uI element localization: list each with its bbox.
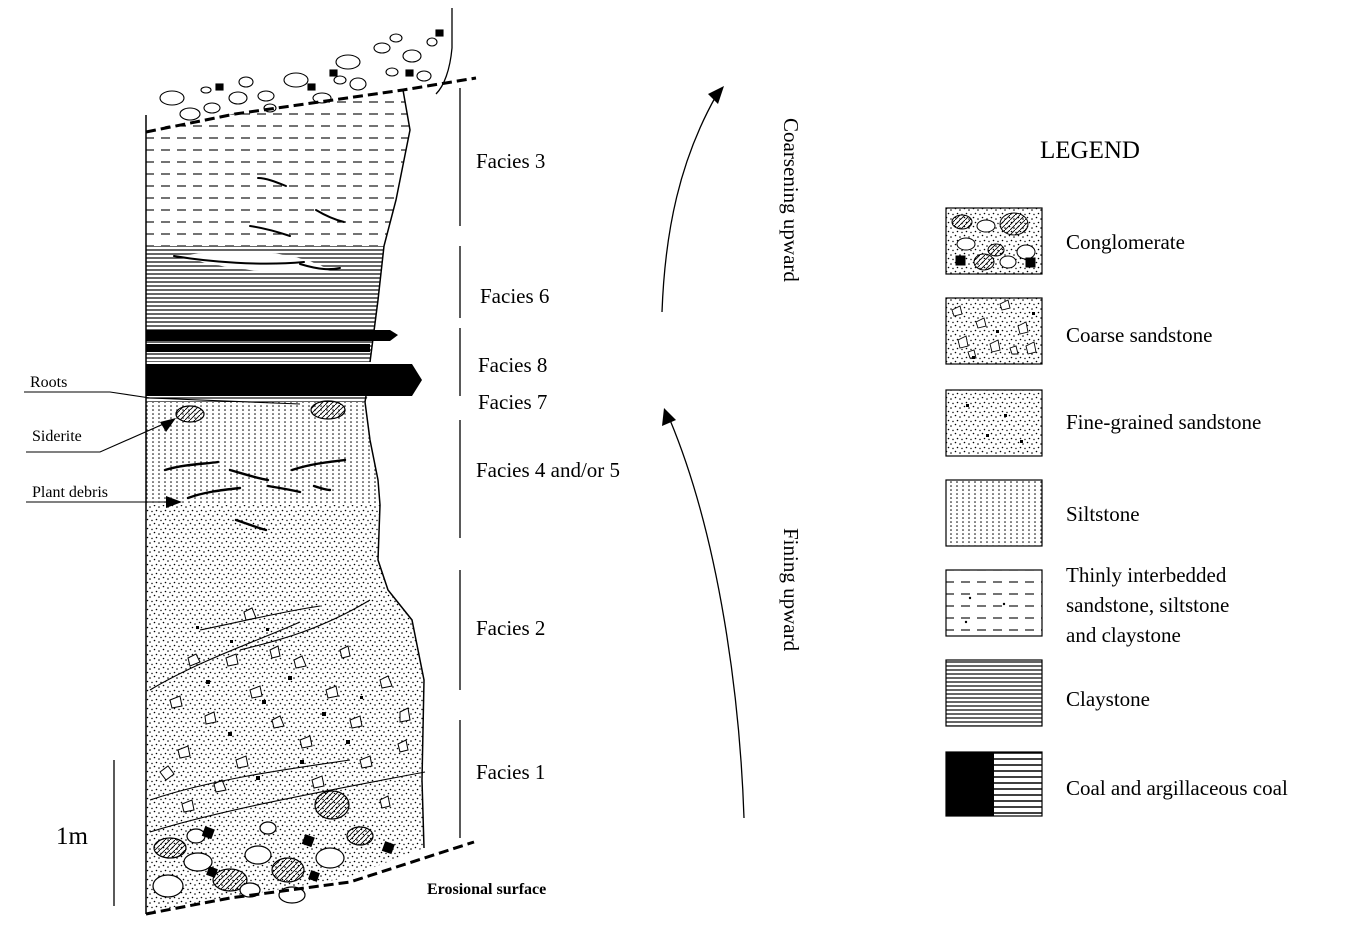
label-erosional-surface: Erosional surface [427, 881, 546, 898]
label-facies-3: Facies 3 [476, 149, 545, 173]
legend-label-interbedded-1: Thinly interbedded [1066, 563, 1227, 587]
top-conglomerate [159, 29, 444, 121]
siderite-arrowhead [160, 418, 176, 432]
fining-arrow [669, 419, 745, 819]
legend-swatch-coarse-sandstone [945, 297, 1043, 365]
facies-3-debris [173, 177, 345, 271]
coal-bed-thin [146, 330, 398, 341]
legend-title: LEGEND [1040, 137, 1140, 164]
label-facies-7: Facies 7 [478, 390, 547, 414]
label-facies-2: Facies 2 [476, 616, 545, 640]
legend-label-coarse-sandstone: Coarse sandstone [1066, 323, 1212, 347]
legend-label-siltstone: Siltstone [1066, 502, 1140, 526]
scale-bar-label: 1m [56, 823, 89, 850]
label-coarsening-upward: Coarsening upward [779, 118, 803, 282]
legend-swatch-claystone [945, 659, 1043, 727]
label-siderite: Siderite [32, 428, 82, 445]
legend-label-conglomerate: Conglomerate [1066, 230, 1185, 254]
legend-label-fine-sandstone: Fine-grained sandstone [1066, 410, 1261, 434]
layer-facies-1-2 [146, 505, 424, 912]
legend-label-coal: Coal and argillaceous coal [1066, 776, 1288, 800]
legend-label-interbedded-2: sandstone, siltstone [1066, 593, 1229, 617]
legend-swatch-fine-sandstone [945, 389, 1043, 457]
label-facies-8: Facies 8 [478, 353, 547, 377]
facies-2-grains [196, 626, 363, 780]
facies-3-lens [180, 251, 330, 273]
legend-swatch-coal [945, 751, 1043, 817]
plant-debris-arrowhead [166, 496, 182, 508]
label-roots: Roots [30, 374, 67, 391]
coal-bed-lower [146, 344, 370, 352]
cross-bedding [149, 599, 426, 833]
layer-facies-4-5 [146, 402, 380, 505]
siderite-leader [26, 421, 169, 453]
siderite-nodules [175, 400, 346, 423]
legend-swatch-interbedded [945, 569, 1043, 637]
layer-facies-3 [146, 90, 410, 246]
fining-arrowhead [662, 408, 676, 426]
legend-label-claystone: Claystone [1066, 687, 1150, 711]
label-facies-4-5: Facies 4 and/or 5 [476, 458, 620, 482]
legend-swatch-conglomerate [945, 207, 1043, 275]
column [145, 8, 477, 916]
legend: LEGEND Conglomerate [945, 137, 1288, 817]
legend-swatch-siltstone [945, 479, 1043, 547]
label-fining-upward: Fining upward [779, 528, 803, 652]
facies-1-clasts [152, 790, 395, 904]
plant-debris-marks [163, 458, 347, 532]
coal-bed-thick [146, 364, 422, 396]
legend-label-interbedded-3: and claystone [1066, 623, 1181, 647]
facies-2-clasts [159, 607, 411, 813]
label-facies-6: Facies 6 [480, 284, 549, 308]
label-plant-debris: Plant debris [32, 484, 108, 501]
coarsening-arrowhead [708, 86, 724, 104]
roots-leader [24, 391, 301, 405]
label-facies-1: Facies 1 [476, 760, 545, 784]
coarsening-arrow [661, 95, 717, 313]
